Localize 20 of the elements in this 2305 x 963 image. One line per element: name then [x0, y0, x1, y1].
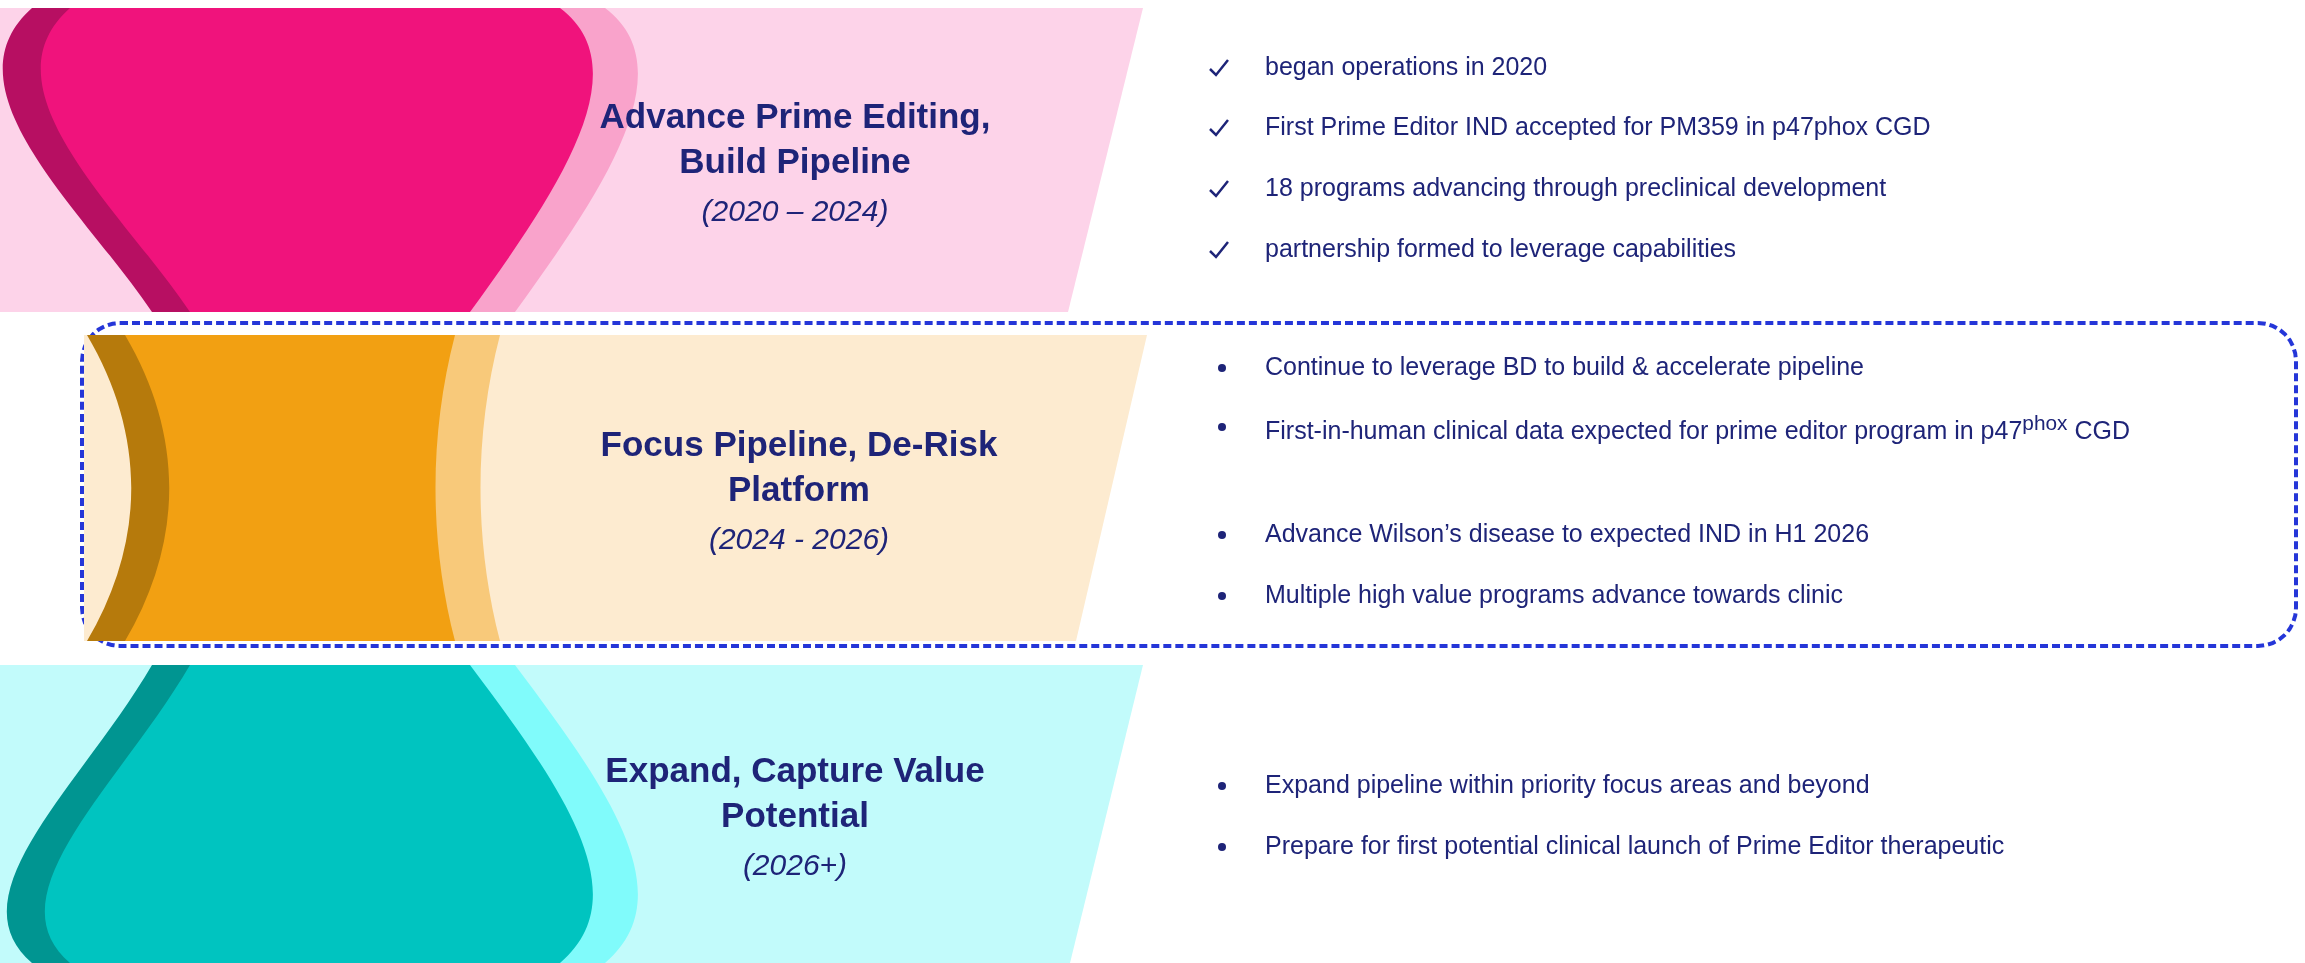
dashed-group-outline	[80, 321, 2298, 648]
stage-years: (2024 - 2026)	[708, 521, 890, 556]
stage-years: (2020 – 2024)	[701, 193, 889, 228]
bullet-text: began operations in 2020	[1265, 51, 1549, 82]
stage-band	[84, 335, 1147, 641]
stage-band	[0, 8, 1143, 312]
bullet-text: First-in-human clinical data expected for prime editor program in p47$^{phox}$ CGD	[1265, 410, 2131, 447]
bullet-text: Advance Wilson’s disease to expected IND in H1 2026	[1265, 518, 1871, 549]
bullet-text: Multiple high value programs advance towards clinic	[1265, 579, 1845, 610]
bullet-text: Expand pipeline within priority focus areas and beyond	[1265, 769, 1871, 800]
bullet-text: First Prime Editor IND accepted for PM359 in p47phox CGD	[1265, 111, 1932, 142]
stage-heading: Focus Pipeline, De-Risk Platform	[599, 422, 999, 510]
stage-heading: Advance Prime Editing, Build Pipeline	[598, 94, 992, 182]
stage-band	[0, 665, 1143, 963]
bullet-text: 18 programs advancing through preclinical development	[1265, 172, 1888, 203]
bullet-text: Continue to leverage BD to build & accelerate pipeline	[1265, 351, 1865, 382]
bullet-text: Prepare for first potential clinical launch of Prime Editor therapeutic	[1265, 830, 2006, 861]
stage-years: (2026+)	[742, 847, 848, 882]
stage-heading: Expand, Capture Value Potential	[604, 748, 986, 836]
bullet-text: partnership formed to leverage capabilities	[1265, 233, 1738, 264]
